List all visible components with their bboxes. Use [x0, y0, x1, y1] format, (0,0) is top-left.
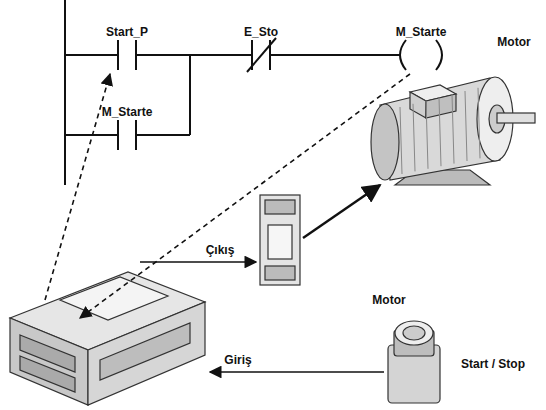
ladder-rung	[64, 0, 66, 185]
ladder-rung	[117, 120, 119, 150]
label-box: Giriş	[224, 350, 251, 368]
motor-fins	[439, 97, 441, 166]
ladder-rung	[436, 40, 442, 70]
plc-unit	[20, 356, 75, 392]
signal-arrow	[303, 185, 380, 238]
motor-fins	[478, 88, 480, 159]
motor	[371, 104, 399, 180]
ladder-rung	[65, 54, 118, 56]
label-box: M_Starte	[102, 102, 153, 120]
motor-fins	[400, 88, 480, 174]
label-box: E_Sto	[244, 22, 278, 40]
part-label: Çıkış	[206, 243, 235, 257]
signal-arrow	[140, 261, 256, 263]
label-box: Motor	[497, 32, 530, 50]
motor-fins	[400, 107, 402, 174]
signal-arrow	[80, 74, 410, 318]
label-box: M_Starte	[396, 22, 447, 40]
motor-fins	[426, 101, 428, 169]
ladder-rung	[136, 54, 252, 56]
label-box: Motor	[372, 290, 405, 308]
plc-unit	[100, 323, 190, 380]
motor-fins	[465, 91, 467, 161]
pushbutton	[395, 321, 433, 345]
part-label: Start_P	[106, 25, 148, 39]
motor	[410, 92, 426, 118]
motor-fins	[452, 94, 454, 163]
contactor	[265, 200, 295, 214]
ladder-rung	[270, 54, 400, 56]
pushbutton	[403, 326, 425, 340]
motor-fins	[413, 104, 415, 172]
part-label: E_Sto	[244, 25, 278, 39]
label-box: Çıkış	[206, 240, 235, 258]
plc-unit	[10, 272, 205, 405]
motor	[497, 113, 535, 123]
part-label: Giriş	[224, 353, 251, 367]
pushbutton	[388, 321, 440, 403]
ladder-rung	[117, 40, 119, 70]
contactor	[260, 195, 300, 285]
motor	[426, 94, 456, 118]
contactor	[268, 225, 292, 259]
plc-unit	[60, 277, 168, 320]
label-box: Start / Stop	[461, 354, 525, 372]
label-box: Start_P	[106, 22, 148, 40]
part-label: M_Starte	[102, 105, 153, 119]
contactor	[260, 195, 300, 285]
plc-unit	[10, 318, 88, 405]
part-label: Motor	[372, 293, 405, 307]
contactor	[265, 266, 295, 280]
signal-arrow	[45, 74, 410, 372]
part-label: M_Starte	[396, 25, 447, 39]
ladder-rung	[400, 40, 406, 70]
motor	[371, 77, 535, 185]
ladder-rung	[136, 134, 190, 136]
part-label: Motor	[497, 35, 530, 49]
ladder-rung	[189, 55, 191, 135]
signal-arrow	[210, 371, 384, 373]
signal-arrow	[45, 74, 110, 300]
part-label: Start / Stop	[461, 357, 525, 371]
ladder-rung	[65, 134, 118, 136]
